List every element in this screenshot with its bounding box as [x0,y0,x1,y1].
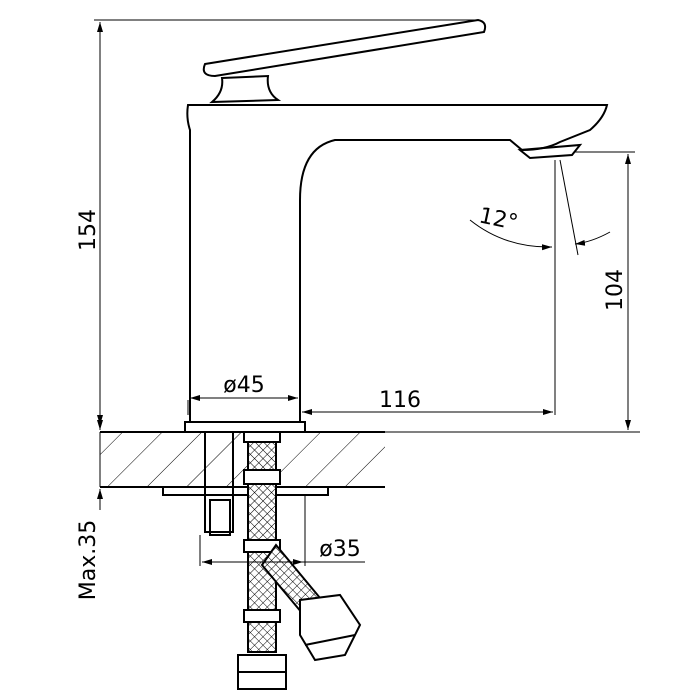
faucet-body [184,104,609,433]
dimension-hole-diameter: ø35 [199,495,365,566]
dimension-body-diameter: ø45 [187,373,298,415]
mounting-parts [162,431,362,690]
label-116: 116 [379,388,421,413]
label-12deg: 12° [477,203,520,236]
countertop [100,431,640,488]
dimension-spout-height: 104 [575,151,635,430]
faucet-handle [202,18,487,104]
dimension-spout-angle: 12° [469,159,611,415]
label-max35: Max.35 [76,520,101,600]
dimension-reach: 116 [302,388,553,415]
label-d35: ø35 [319,537,360,562]
dimension-total-height: 154 [76,19,480,425]
label-d45: ø45 [223,373,264,398]
label-154: 154 [76,209,101,251]
dimension-max-thickness: Max.35 [76,410,103,600]
label-104: 104 [603,269,628,311]
